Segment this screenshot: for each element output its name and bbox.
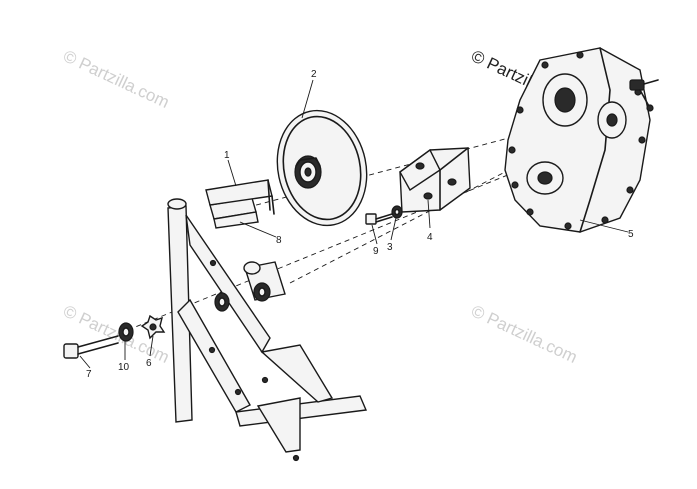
callout-10: 10	[118, 362, 130, 373]
frame-stand	[167, 198, 368, 462]
axis-line-lower	[127, 171, 516, 331]
watermark-bottom-right: © Partzilla.com	[468, 301, 580, 367]
leader-7	[79, 355, 91, 369]
leader-6	[149, 335, 154, 357]
part-7-long-bolt	[63, 335, 119, 359]
part-1-bracket	[205, 179, 275, 215]
part-6-star-nut	[140, 314, 166, 340]
callout-5: 5	[628, 229, 634, 240]
part-9-bolt	[365, 213, 393, 225]
part-2-pulley-disc	[276, 109, 368, 227]
callout-6: 6	[146, 358, 152, 369]
svg-text:© Partzilla.com: © Partzilla.com	[468, 301, 580, 367]
leader-5	[579, 219, 629, 233]
leader-3	[390, 217, 397, 241]
callout-7: 7	[86, 369, 92, 380]
axis-line-upper	[229, 134, 521, 213]
axis-line-middle	[289, 171, 506, 284]
part-10-washer	[118, 322, 134, 342]
callout-2: 2	[311, 69, 317, 80]
leader-8	[239, 221, 277, 238]
callout-4: 4	[427, 232, 433, 243]
callout-1: 1	[224, 150, 230, 161]
part-5-gear-case-housing	[504, 47, 659, 233]
callout-9: 9	[373, 246, 379, 257]
leader-9	[371, 224, 378, 245]
svg-text:© Partzilla.com: © Partzilla.com	[60, 46, 172, 112]
leader-1	[227, 159, 237, 187]
part-4-mounting-block	[399, 147, 471, 213]
leader-4	[427, 199, 431, 229]
part-3-washer	[391, 205, 403, 219]
callout-3: 3	[387, 242, 393, 253]
callout-8: 8	[276, 235, 282, 246]
frame-roller-spacer	[243, 261, 286, 302]
watermark-top-left: © Partzilla.com	[60, 46, 172, 112]
housing-linkage	[629, 79, 659, 112]
leader-2	[301, 79, 314, 119]
